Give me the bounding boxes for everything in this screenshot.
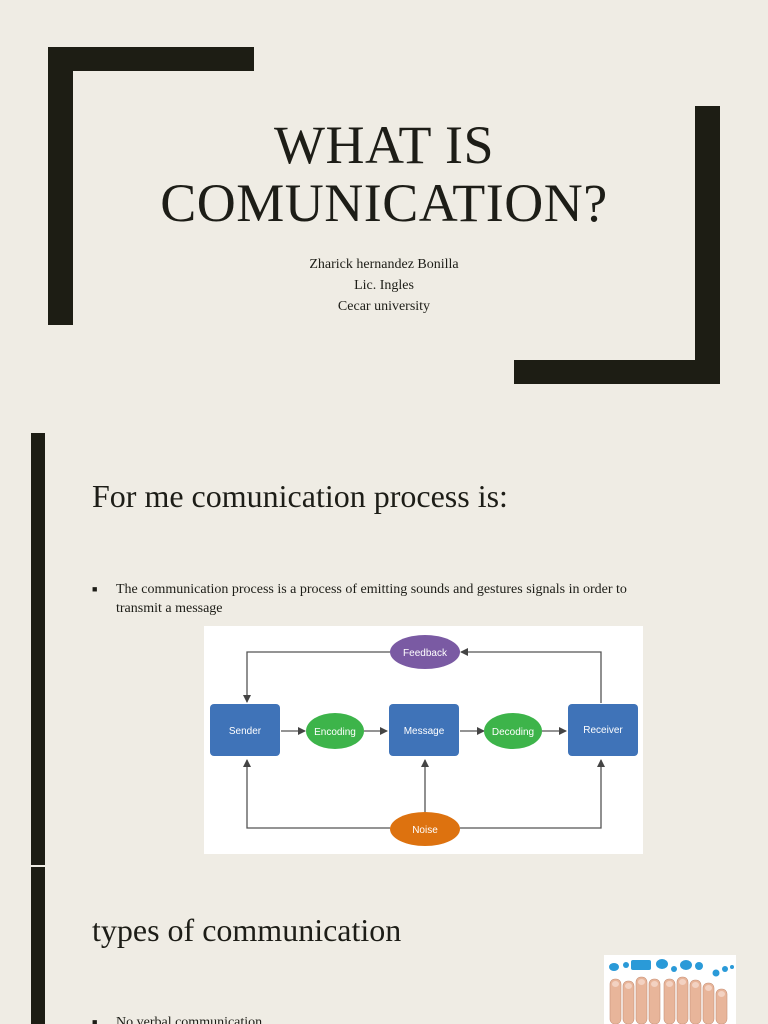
sender-node: Sender [210,704,280,756]
encoding-label: Encoding [314,727,356,738]
sender-label: Sender [229,726,262,737]
frame-corner-bottom-right-vertical [695,106,720,384]
left-accent-bar [31,867,45,1024]
decoding-node: Decoding [484,713,542,749]
arrow-noise-to-sender [243,759,390,829]
slide-heading: For me comunication process is: [92,478,508,514]
decoding-label: Decoding [492,727,534,738]
bullet-square-icon: ■ [92,1017,98,1024]
slide-subtitle: Zharick hernandez Bonilla Lic. Ingles Ce… [0,254,768,317]
feedback-label: Feedback [403,648,448,659]
hands-illustration [609,959,734,1024]
arrow-noise-to-receiver [460,759,605,829]
bullet-item: ■ The communication process is a process… [92,580,672,618]
title-slide: WHAT IS COMUNICATION? Zharick hernandez … [0,0,768,410]
feedback-node: Feedback [390,635,460,669]
bullet-text: No verbal communication [116,1015,263,1024]
author-name: Zharick hernandez Bonilla [309,257,459,272]
author-university: Cecar university [337,299,431,314]
frame-corner-top-left-horizontal [48,47,254,71]
process-slide: For me comunication process is: ■ The co… [0,410,768,865]
receiver-node: Receiver [568,704,638,756]
noise-label: Noise [412,825,438,836]
frame-corner-bottom-right-horizontal [514,360,720,384]
slide-title: WHAT IS COMUNICATION? [0,116,768,232]
message-label: Message [404,726,445,737]
encoding-node: Encoding [306,713,364,749]
bullet-square-icon: ■ [92,584,98,594]
author-program: Lic. Ingles [354,278,414,293]
receiver-label: Receiver [583,725,623,736]
noise-node: Noise [390,812,460,846]
slide-heading: types of communication [92,912,402,948]
frame-corner-top-left-vertical [48,47,73,325]
bullet-item: ■ No verbal communication [92,1013,492,1024]
title-line-1: WHAT IS [273,115,494,175]
diagram-canvas: Feedback Sender Encoding Message Decodin… [210,635,638,846]
left-accent-bar [31,433,45,865]
arrow-feedback-to-sender [243,651,390,703]
title-line-2: COMUNICATION? [160,173,608,233]
message-node: Message [389,704,459,756]
communication-process-diagram: Feedback Sender Encoding Message Decodin… [204,626,643,854]
types-slide: types of communication ■ No verbal commu… [0,865,768,1024]
arrow-receiver-to-feedback [460,648,602,703]
hands-speech-bubbles-image [604,955,736,1024]
bullet-text: The communication process is a process o… [116,582,627,616]
